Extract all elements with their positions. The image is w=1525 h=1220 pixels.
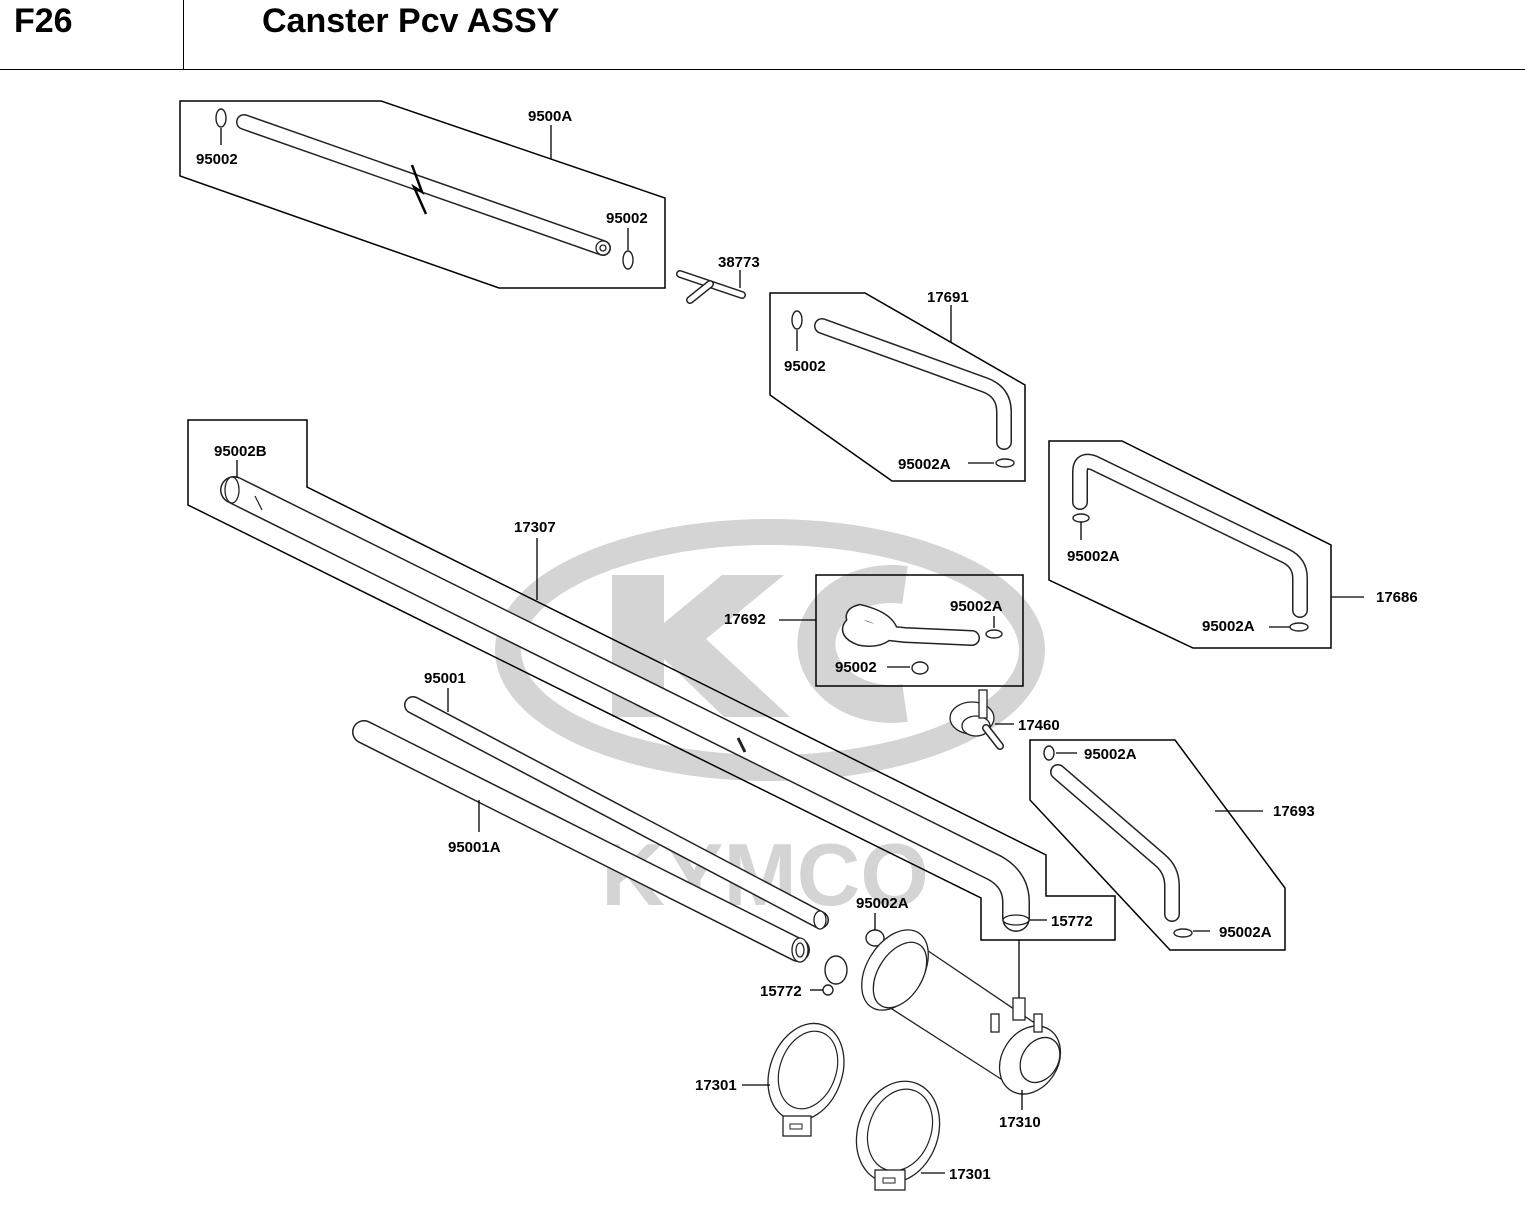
callout-95002a: 95002A [1084,746,1137,763]
callout-95002a: 95002A [1219,924,1272,941]
callout-95002a: 95002A [1067,548,1120,565]
callout-38773: 38773 [718,254,760,271]
frame-17686 [1048,440,1332,649]
callout-95002: 95002 [835,659,877,676]
callout-95001a: 95001A [448,839,501,856]
frame-17307 [187,419,1116,941]
clip-icon [995,458,1015,468]
callout-17693: 17693 [1273,803,1315,820]
group-17307 [187,419,1116,941]
bracket-17301-a [742,1022,845,1137]
clip-icon [215,108,227,128]
header-rule [0,69,1525,70]
callout-95002: 95002 [606,210,648,227]
canister-17310 [861,929,1062,1110]
group-17692 [779,574,1024,687]
hose-95001 [404,688,829,930]
callout-95002a: 95002A [856,895,909,912]
kymco-watermark: KYMCO [495,519,1045,924]
callout-95001: 95001 [424,670,466,687]
group-9500a [179,100,666,289]
frame-17691 [769,292,1026,482]
t-joint-38773 [676,270,746,304]
break-symbol [410,164,428,215]
page-header: F26 Canster Pcv ASSY [0,0,1525,70]
callout-95002: 95002 [784,358,826,375]
callout-labels: 9500A 95002 95002 38773 17691 95002 9500… [196,108,1418,1183]
callout-95002a: 95002A [898,456,951,473]
callout-17307: 17307 [514,519,556,536]
frame-9500a [179,100,666,289]
clip-icon [985,629,1003,639]
group-17686 [1048,440,1364,649]
callout-17460: 17460 [1018,717,1060,734]
callout-15772: 15772 [1051,913,1093,930]
callout-95002b: 95002B [214,443,267,460]
header-divider [183,0,184,70]
clip-icon [1173,928,1193,938]
clip-icon [791,310,803,330]
figure-code: F26 [14,2,73,40]
callout-95002: 95002 [196,151,238,168]
bracket-17301-b [855,1080,945,1191]
hose-95001a [352,720,810,963]
clip-icon [1072,513,1090,523]
callout-17692: 17692 [724,611,766,628]
callout-17301: 17301 [695,1077,737,1094]
clip-icon [911,661,929,675]
group-17693 [1029,739,1286,951]
callout-95002a: 95002A [1202,618,1255,635]
frame-17693 [1029,739,1286,951]
page-title: Canster Pcv ASSY [262,2,560,40]
callout-17691: 17691 [927,289,969,306]
frame-17692 [815,574,1024,687]
group-17691 [769,292,1026,482]
callout-17310: 17310 [999,1114,1041,1131]
callout-17301: 17301 [949,1166,991,1183]
valve-17460 [949,689,1014,750]
clip-icon [1043,745,1055,761]
clip-icon [622,250,634,270]
callout-95002a: 95002A [950,598,1003,615]
callout-9500a: 9500A [528,108,572,125]
hose-17686 [1072,453,1308,618]
clip-icon [824,955,848,985]
clip-icon [1289,622,1309,632]
callout-15772: 15772 [760,983,802,1000]
clip-icon [822,984,834,996]
callout-17686: 17686 [1376,589,1418,606]
